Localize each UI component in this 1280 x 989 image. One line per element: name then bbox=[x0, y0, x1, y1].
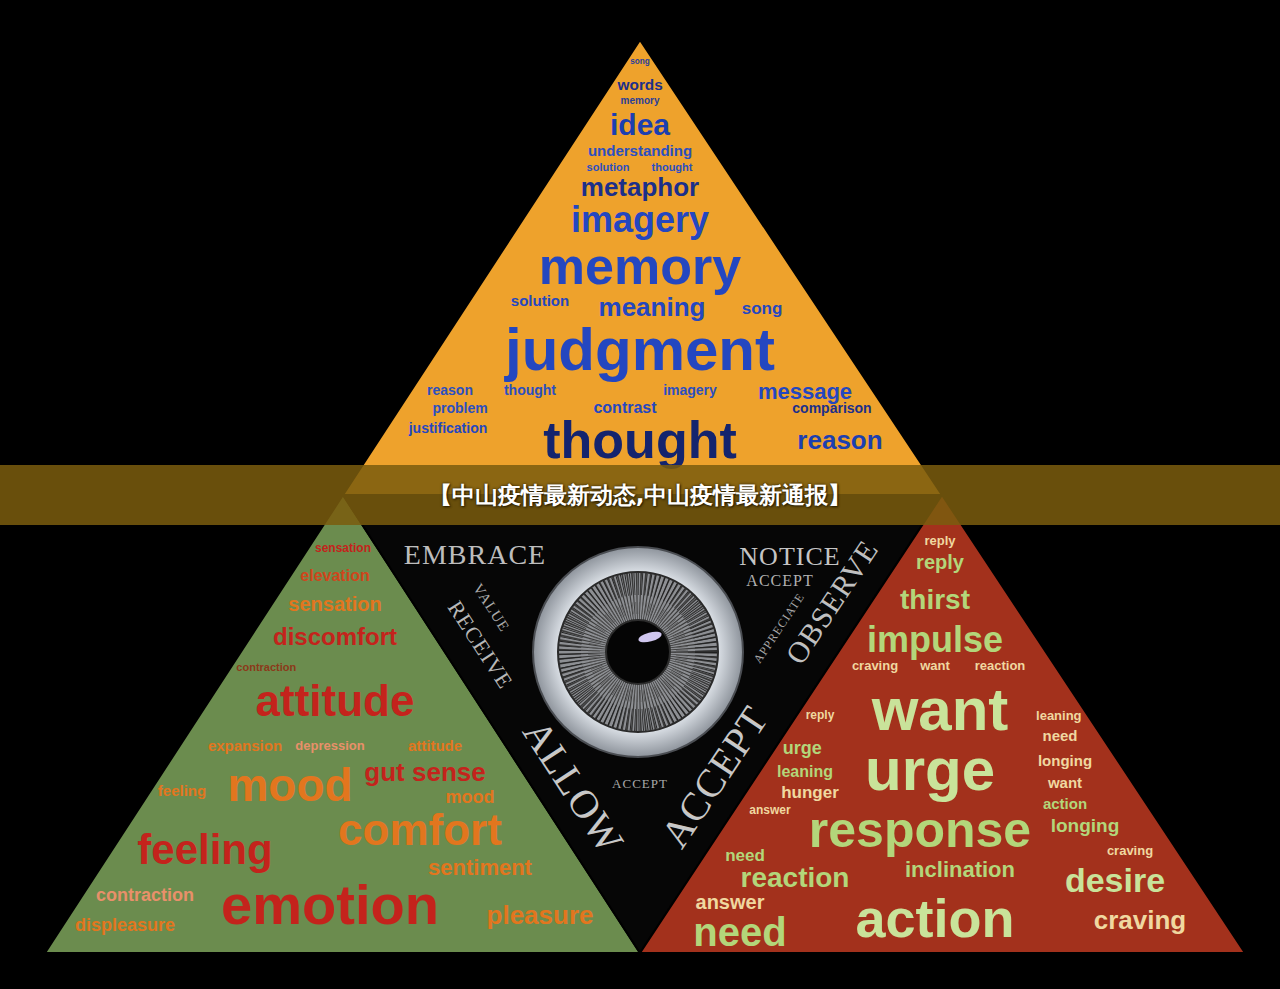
word-label: song bbox=[742, 300, 783, 317]
word-label: action bbox=[1043, 796, 1087, 811]
word-label: action bbox=[855, 891, 1014, 945]
word-label: sentiment bbox=[428, 857, 532, 879]
word-label: craving bbox=[852, 659, 898, 672]
word-label: contraction bbox=[236, 662, 296, 673]
iris-fibers bbox=[582, 596, 694, 708]
word-label: depression bbox=[295, 739, 364, 752]
word-label: message bbox=[758, 381, 852, 403]
word-label: idea bbox=[610, 110, 670, 140]
word-label: reply bbox=[916, 552, 964, 572]
word-label: gut sense bbox=[364, 759, 485, 785]
word-label: need bbox=[725, 847, 765, 864]
word-label: mood bbox=[227, 762, 352, 808]
word-label: solution bbox=[587, 162, 630, 173]
word-label: craving bbox=[1107, 844, 1153, 857]
word-label: song bbox=[630, 58, 650, 66]
word-label: answer bbox=[696, 892, 765, 912]
word-label: impulse bbox=[867, 622, 1003, 658]
triangle-fill bbox=[343, 40, 942, 495]
pupil bbox=[606, 620, 670, 684]
word-label: solution bbox=[511, 293, 569, 308]
word-label: thought bbox=[543, 414, 736, 466]
word-label: reason bbox=[427, 383, 473, 397]
word-label: craving bbox=[1094, 907, 1187, 933]
word-label: thought bbox=[652, 162, 693, 173]
word-label: thought bbox=[504, 383, 556, 397]
word-label: ACCEPT bbox=[746, 573, 813, 589]
word-label: ACCEPT bbox=[612, 777, 668, 790]
word-label: memory bbox=[621, 96, 660, 106]
word-label: discomfort bbox=[273, 625, 397, 649]
word-label: reply bbox=[924, 534, 955, 547]
word-label: want bbox=[920, 659, 950, 672]
word-label: urge bbox=[783, 739, 822, 757]
word-label: need bbox=[693, 912, 786, 952]
pupil-highlight bbox=[637, 630, 663, 645]
word-label: justification bbox=[409, 421, 488, 435]
word-label: urge bbox=[865, 740, 995, 800]
word-label: reason bbox=[797, 427, 882, 453]
word-label: leaning bbox=[1036, 709, 1082, 722]
title-band: 【中山疫情最新动态,中山疫情最新通报】 bbox=[0, 465, 1280, 525]
word-label: want bbox=[872, 680, 1009, 740]
word-label: answer bbox=[749, 804, 790, 816]
word-label: problem bbox=[432, 401, 487, 415]
word-label: words bbox=[618, 77, 663, 92]
eye-white bbox=[533, 547, 743, 757]
word-label: imagery bbox=[663, 383, 717, 397]
iris-fibers bbox=[570, 584, 706, 720]
word-label: mood bbox=[446, 788, 495, 806]
word-label: emotion bbox=[221, 877, 439, 933]
word-label: longing bbox=[1038, 753, 1092, 768]
orange-triangle: song words memory idea understanding solution… bbox=[343, 40, 942, 495]
word-label: EMBRACE bbox=[404, 541, 546, 569]
word-label: need bbox=[1042, 728, 1077, 743]
triangle-fill bbox=[640, 495, 1245, 953]
word-label: sensation bbox=[288, 594, 381, 614]
word-label: comfort bbox=[338, 808, 502, 852]
word-label: imagery bbox=[571, 202, 709, 238]
word-label: attitude bbox=[256, 679, 415, 723]
word-label: memory bbox=[539, 240, 741, 292]
word-label: reaction bbox=[741, 864, 850, 892]
word-label: expansion bbox=[208, 738, 282, 753]
word-label: displeasure bbox=[75, 916, 175, 934]
word-label: desire bbox=[1065, 863, 1165, 897]
word-label: NOTICE bbox=[739, 544, 840, 570]
word-label: longing bbox=[1051, 816, 1120, 835]
word-label: reaction bbox=[975, 659, 1026, 672]
word-label: want bbox=[1048, 775, 1082, 790]
word-label: judgment bbox=[505, 320, 775, 380]
word-label: inclination bbox=[905, 859, 1015, 881]
word-label: hunger bbox=[781, 784, 839, 801]
word-label: attitude bbox=[408, 738, 462, 753]
word-label: leaning bbox=[777, 764, 833, 780]
word-label: metaphor bbox=[581, 174, 699, 200]
word-label: response bbox=[809, 805, 1031, 855]
iris-rim bbox=[558, 572, 718, 732]
word-label: feeling bbox=[137, 829, 272, 871]
word-label: pleasure bbox=[487, 902, 594, 928]
word-label: comparison bbox=[792, 401, 871, 415]
word-label: feeling bbox=[158, 783, 206, 798]
word-label: reply bbox=[806, 709, 835, 721]
word-label: sensation bbox=[315, 542, 371, 554]
iris bbox=[558, 572, 718, 732]
iris-fibers bbox=[594, 608, 682, 696]
word-label: meaning bbox=[599, 294, 706, 320]
word-label: thirst bbox=[900, 586, 970, 614]
word-label: elevation bbox=[300, 568, 369, 584]
word-label: contraction bbox=[96, 886, 194, 904]
word-label: understanding bbox=[588, 143, 692, 158]
banner-title: 【中山疫情最新动态,中山疫情最新通报】 bbox=[429, 480, 852, 511]
